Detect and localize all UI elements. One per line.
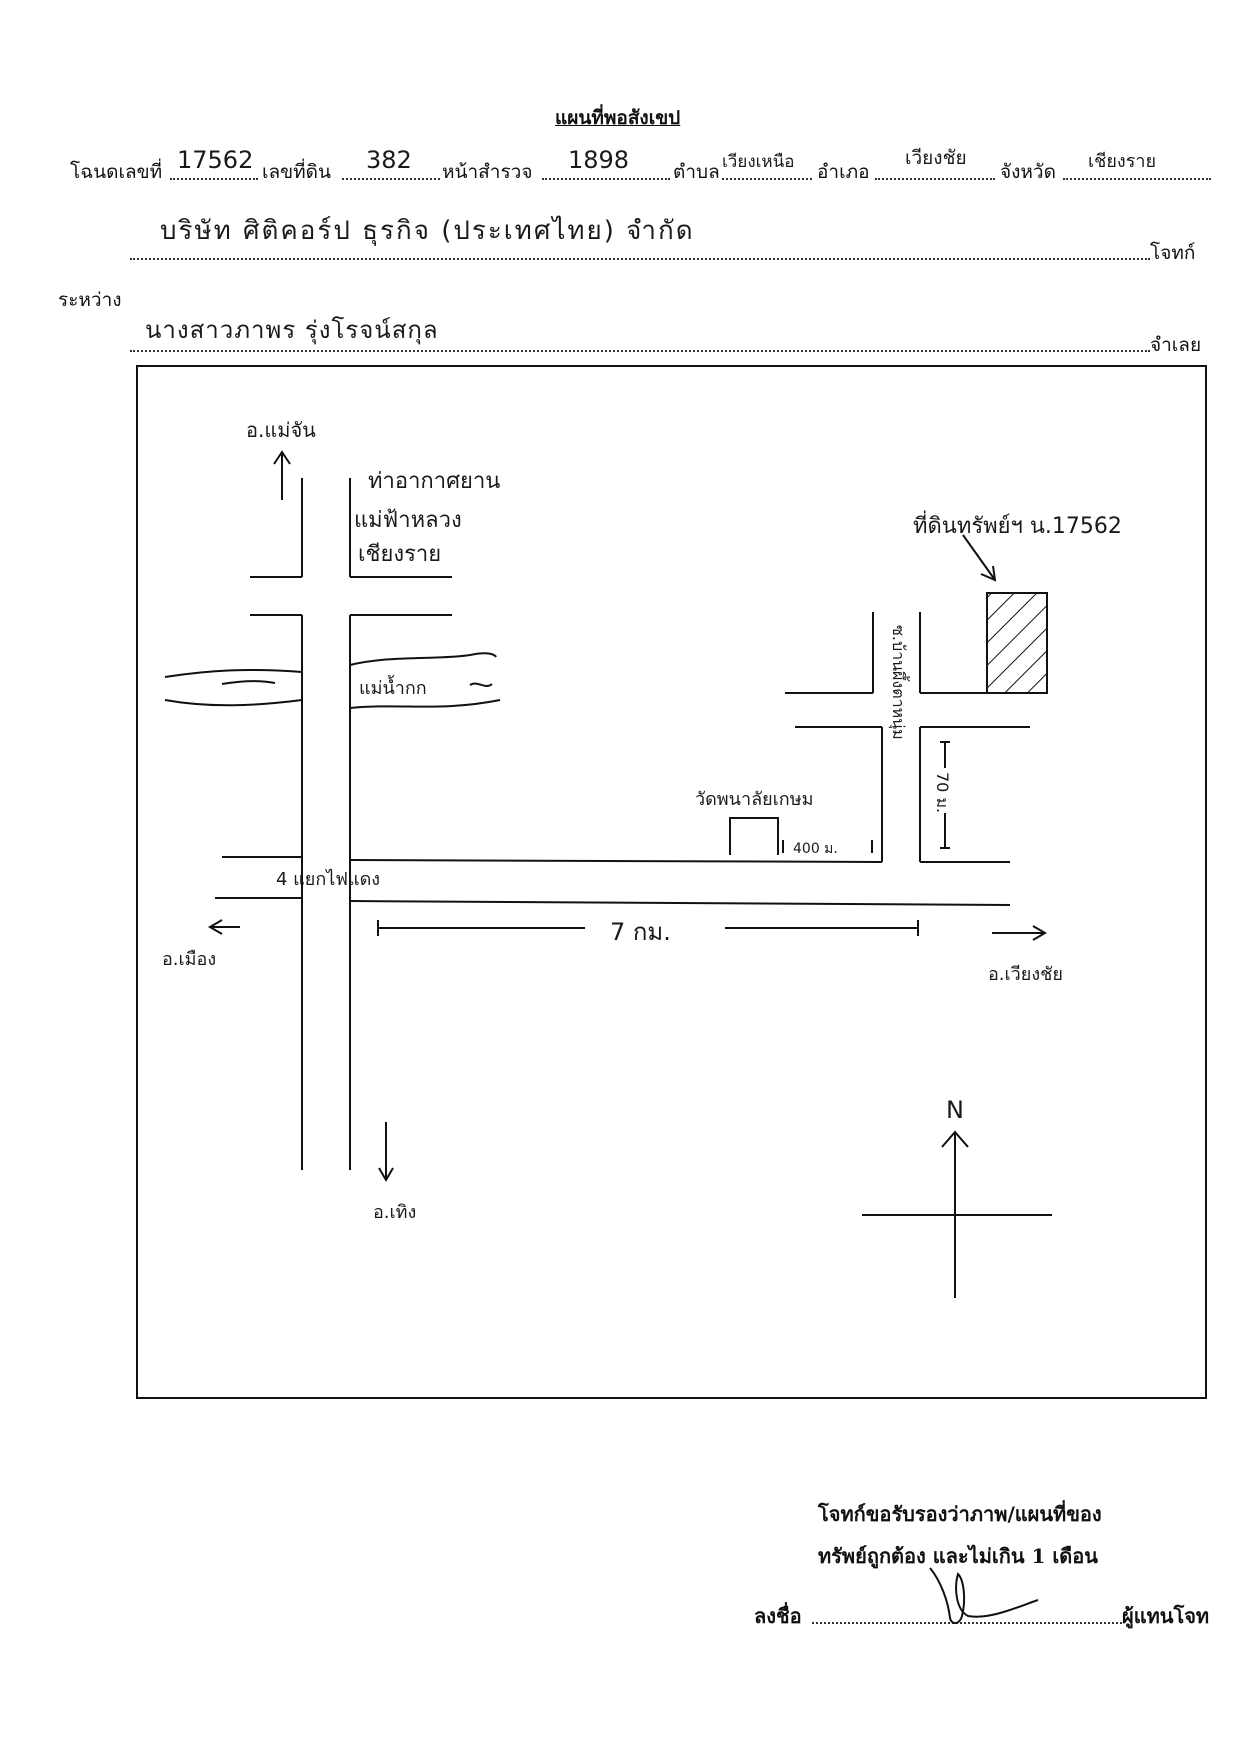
province: เชียงราย bbox=[1088, 151, 1157, 172]
label-airport-1: ท่าอากาศยาน bbox=[368, 469, 500, 494]
label-to-mueang: อ.เมือง bbox=[162, 949, 216, 970]
arrow-east-wiang-chai-head bbox=[1032, 925, 1047, 941]
survey-page-label: หน้าสำรวจ bbox=[442, 161, 533, 183]
subdistrict-label: ตำบล bbox=[673, 161, 720, 183]
plaintiff-name: บริษัท ศิติคอร์ป ธุรกิจ (ประเทศไทย) จำกั… bbox=[160, 216, 695, 246]
land-no: 382 bbox=[366, 146, 412, 174]
property-plot bbox=[986, 592, 1048, 694]
subdistrict: เวียงเหนือ bbox=[722, 152, 795, 172]
arrow-to-property bbox=[962, 534, 996, 581]
map-frame bbox=[136, 365, 1207, 1399]
province-dots bbox=[1063, 178, 1211, 180]
certification-line-1: โจทก์ขอรับรองว่าภาพ/แผนที่ของ bbox=[818, 1502, 1102, 1526]
label-soi: ซ.บ้านผึ้งตาหนุ่ม bbox=[888, 625, 910, 740]
label-temple-distance: 400 ม. bbox=[793, 841, 838, 857]
highway-north-edge-east bbox=[349, 859, 883, 863]
arrow-north-mae-chan-head bbox=[273, 450, 291, 465]
label-soi-distance: 70 ม. bbox=[933, 772, 952, 813]
highway-south-edge-east bbox=[349, 900, 1011, 906]
arrow-west-mueang-head bbox=[208, 919, 223, 935]
district: เวียงชัย bbox=[905, 147, 967, 169]
defendant-name: นางสาวภาพร รุ่งโรจน์สกุล bbox=[145, 316, 439, 344]
defendant-dots bbox=[130, 350, 1150, 352]
plaintiff-dots bbox=[130, 258, 1150, 260]
arrow-to-property-head bbox=[980, 565, 997, 582]
compass-arrow-head bbox=[941, 1130, 969, 1148]
district-label: อำเภอ bbox=[817, 161, 870, 183]
label-to-wiang-chai: อ.เวียงชัย bbox=[988, 964, 1063, 985]
signature-mark bbox=[929, 1567, 1039, 1624]
survey-page-dots bbox=[542, 178, 670, 180]
province-label: จังหวัด bbox=[1000, 161, 1056, 183]
arrow-south-head bbox=[378, 1167, 394, 1182]
land-no-label: เลขที่ดิน bbox=[262, 161, 331, 183]
deed-no: 17562 bbox=[177, 146, 254, 174]
survey-page: 1898 bbox=[568, 146, 630, 174]
district-dots bbox=[875, 178, 995, 180]
label-to-south: อ.เทิง bbox=[373, 1202, 416, 1223]
river-ripple-2 bbox=[469, 682, 493, 687]
label-airport-3: เชียงราย bbox=[358, 542, 441, 567]
sign-label: ลงชื่อ bbox=[754, 1604, 802, 1628]
deed-label: โฉนดเลขที่ bbox=[70, 161, 163, 183]
defendant-label: จำเลย bbox=[1150, 334, 1202, 356]
label-distance: 7 กม. bbox=[610, 918, 671, 946]
label-temple: วัดพนาลัยเกษม bbox=[695, 789, 813, 810]
land-no-dots bbox=[342, 178, 440, 180]
label-property: ที่ดินทรัพย์ฯ น.17562 bbox=[913, 510, 1122, 539]
between-label: ระหว่าง bbox=[58, 289, 122, 311]
label-river: แม่น้ำกก bbox=[359, 675, 427, 699]
compass-north-label: N bbox=[946, 1096, 964, 1124]
label-to-mae-chan: อ.แม่จัน bbox=[246, 418, 316, 442]
page-title: แผนที่พอสังเขป bbox=[555, 107, 681, 129]
subdistrict-dots bbox=[722, 178, 812, 180]
river-upper-bank bbox=[164, 652, 497, 678]
plaintiff-label: โจทก์ bbox=[1150, 242, 1196, 264]
river-ripple-1 bbox=[221, 680, 276, 685]
signer-role: ผู้แทนโจท bbox=[1122, 1604, 1210, 1628]
label-airport-2: แม่ฟ้าหลวง bbox=[354, 508, 462, 533]
signature-dots bbox=[812, 1622, 1122, 1624]
temple-outline bbox=[729, 817, 779, 855]
deed-dots bbox=[170, 178, 258, 180]
certification-line-2: ทรัพย์ถูกต้อง และไม่เกิน 1 เดือน bbox=[818, 1544, 1098, 1568]
river-lower-bank bbox=[164, 699, 501, 709]
label-junction: 4 แยกไฟแดง bbox=[276, 868, 380, 890]
